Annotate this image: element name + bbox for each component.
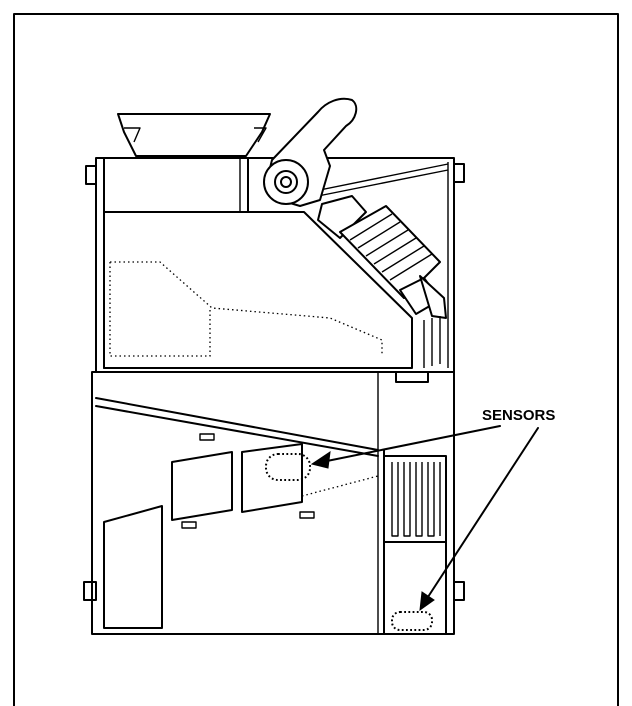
lower-housing	[91, 371, 455, 635]
outer-frame	[13, 13, 619, 706]
sensor-markers	[265, 453, 433, 631]
sensor-lower	[391, 611, 433, 631]
motor-assembly	[317, 195, 447, 368]
sensor-upper	[265, 453, 311, 481]
sensor-leaders	[310, 425, 539, 612]
sensors-label: SENSORS	[482, 407, 555, 424]
upper-housing	[95, 157, 455, 373]
vent-module	[383, 455, 447, 635]
release-lever	[263, 97, 358, 207]
top-tray	[117, 113, 271, 157]
